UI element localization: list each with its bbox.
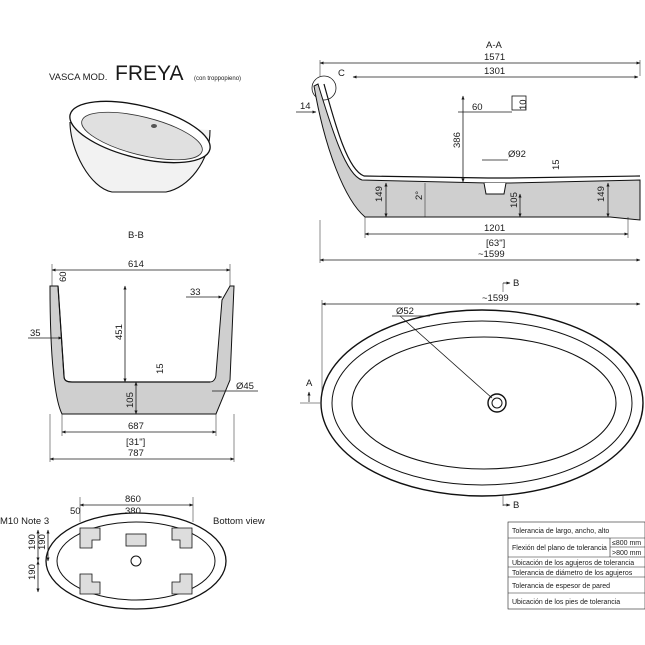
label-section-aa: A-A <box>486 40 503 51</box>
dim-aa-depth: 386 <box>452 132 463 148</box>
dim-aa-drain: Ø92 <box>508 149 526 160</box>
dim-aa-overflow-w: 60 <box>472 102 483 113</box>
plan-view: B ~1599 Ø52 A B <box>300 278 644 511</box>
bathtub-3d-illustration <box>69 100 211 193</box>
dim-bb-rim-right: 33 <box>190 287 201 298</box>
table-row-5: Tolerancia de espesor de pared <box>512 583 610 590</box>
dim-bottom-span: 860 <box>125 494 141 505</box>
dim-aa-angle: 2° <box>414 191 425 200</box>
dim-aa-total: 1571 <box>484 52 505 63</box>
dim-bottom-v1: 190 <box>37 534 48 550</box>
title-block: VASCA MOD. FREYA (con troppopieno) <box>49 62 241 85</box>
table-row-2: Flexión del plano de tolerancia <box>512 545 607 552</box>
dim-aa-drain-step: 15 <box>551 159 562 170</box>
tolerance-table: Tolerancia de largo, ancho, alto Flexión… <box>507 521 645 610</box>
dim-aa-base-in: [63"] <box>486 238 505 249</box>
title-note: (con troppopieno) <box>194 76 241 82</box>
dim-plan-drain: Ø52 <box>396 306 414 317</box>
dim-plan-length: ~1599 <box>482 293 509 304</box>
title-prefix: VASCA MOD. <box>49 72 107 83</box>
bottom-view: Bottom view 860 380 50 M10 Note 3 190 19… <box>0 494 265 610</box>
dim-bb-base-h: 105 <box>125 392 136 408</box>
dim-bb-base: 687 <box>128 421 144 432</box>
table-sub-b: >800 mm <box>612 550 642 557</box>
dim-bottom-v3: 190 <box>27 564 38 580</box>
label-detail-c: C <box>338 68 345 79</box>
dim-aa-base: 1201 <box>484 223 505 234</box>
dim-aa-overflow-h: 10 <box>518 99 529 110</box>
table-row-6: Ubicación de los pies de tolerancia <box>512 599 620 606</box>
dim-aa-wall: 14 <box>300 101 311 112</box>
section-aa: A-A 1571 1301 C 14 60 10 386 Ø92 15 149 <box>296 40 641 263</box>
label-arrow-b-bottom: B <box>513 500 519 511</box>
dim-bb-width: 787 <box>128 448 144 459</box>
dim-bottom-v2: 190 <box>27 534 38 550</box>
dim-bottom-inner: 380 <box>125 506 141 517</box>
dim-aa-foot-left: 149 <box>374 186 385 202</box>
title-model: FREYA <box>115 62 183 85</box>
label-arrow-a: A <box>306 378 313 389</box>
dim-aa-length: ~1599 <box>478 249 505 260</box>
section-bb: B-B 614 60 33 451 35 15 Ø45 105 687 [31"… <box>28 230 258 462</box>
label-bottom-view: Bottom view <box>213 516 265 527</box>
dim-aa-drain-h: 105 <box>509 192 520 208</box>
dim-bb-step: 15 <box>155 363 166 374</box>
table-row-1: Tolerancia de largo, ancho, alto <box>512 528 609 535</box>
dim-bb-width-in: [31"] <box>126 437 145 448</box>
label-arrow-b-top: B <box>513 278 519 289</box>
label-section-bb: B-B <box>128 230 144 241</box>
dim-aa-inner-top: 1301 <box>484 66 505 77</box>
table-row-3: Ubicación de los agujeros de tolerancia <box>512 560 634 567</box>
dim-bb-drain: Ø45 <box>236 381 254 392</box>
table-row-4: Tolerancia de diámetro de los agujeros <box>512 570 633 577</box>
table-sub-a: ≤800 mm <box>612 540 641 547</box>
dim-bottom-offset: 50 <box>70 506 81 517</box>
dim-bb-wall: 35 <box>30 328 41 339</box>
label-screw: M10 Note 3 <box>0 516 49 527</box>
dim-aa-foot-right: 149 <box>596 186 607 202</box>
dim-bb-rim-left: 60 <box>58 271 69 282</box>
dim-bb-depth: 451 <box>114 324 125 340</box>
dim-bb-top: 614 <box>128 259 144 270</box>
